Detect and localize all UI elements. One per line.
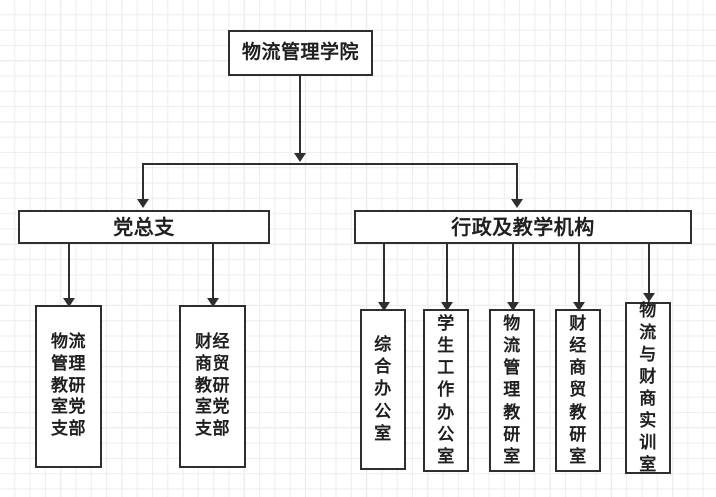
node-finance-trade-teaching-party[interactable]: 财经商贸教研室党支部	[179, 305, 246, 468]
node-admin-teaching[interactable]: 行政及教学机构	[354, 210, 692, 244]
node-logistics-finance-training-room[interactable]: 物流与财商实训室	[625, 300, 671, 476]
node-logistics-teaching-party[interactable]: 物流管理教研室党支部	[35, 305, 102, 468]
connector-admin-to-child-3	[512, 244, 514, 306]
arrowhead-party-to-child-2	[207, 298, 219, 307]
node-logistics-teaching-office[interactable]: 物流管理教研室	[489, 309, 535, 472]
node-label: 物流管理教研室	[503, 314, 521, 467]
connector-bus-to-party	[142, 163, 144, 201]
node-label: 物流与财商实训室	[639, 300, 657, 476]
node-label: 财经商贸教研室党支部	[195, 332, 230, 440]
node-general-office[interactable]: 综合办公室	[360, 309, 406, 470]
arrowhead-admin-to-child-5	[643, 293, 655, 302]
connector-admin-to-child-2	[446, 244, 448, 306]
arrowhead-bus-to-party	[137, 199, 149, 208]
connector-party-to-child-1	[68, 244, 70, 302]
connector-admin-to-child-5	[648, 244, 650, 299]
node-label: 党总支	[113, 214, 175, 239]
connector-party-to-child-2	[212, 244, 214, 302]
connector-admin-to-child-1	[383, 244, 385, 306]
arrowhead-root-to-bus	[294, 153, 306, 162]
connector-root-stem	[299, 76, 301, 155]
node-party-branch[interactable]: 党总支	[18, 210, 270, 244]
node-label: 物流管理教研室党支部	[51, 332, 86, 440]
arrowhead-admin-to-child-2	[441, 302, 453, 311]
node-student-affairs-office[interactable]: 学生工作办公室	[423, 309, 469, 472]
arrowhead-party-to-child-1	[63, 298, 75, 307]
connector-admin-to-child-4	[578, 244, 580, 306]
node-root-college[interactable]: 物流管理学院	[228, 30, 373, 76]
node-label: 行政及教学机构	[451, 214, 595, 239]
arrowhead-admin-to-child-4	[573, 302, 585, 311]
node-finance-trade-teaching-office[interactable]: 财经商贸教研室	[555, 309, 601, 472]
node-label: 学生工作办公室	[437, 314, 455, 467]
arrowhead-bus-to-admin	[511, 199, 523, 208]
arrowhead-admin-to-child-3	[507, 302, 519, 311]
node-label: 综合办公室	[374, 335, 392, 444]
arrowhead-admin-to-child-1	[378, 302, 390, 311]
connector-bus-level2	[142, 163, 518, 165]
connector-bus-to-admin	[516, 163, 518, 201]
node-label: 物流管理学院	[241, 41, 359, 64]
node-label: 财经商贸教研室	[569, 314, 587, 467]
